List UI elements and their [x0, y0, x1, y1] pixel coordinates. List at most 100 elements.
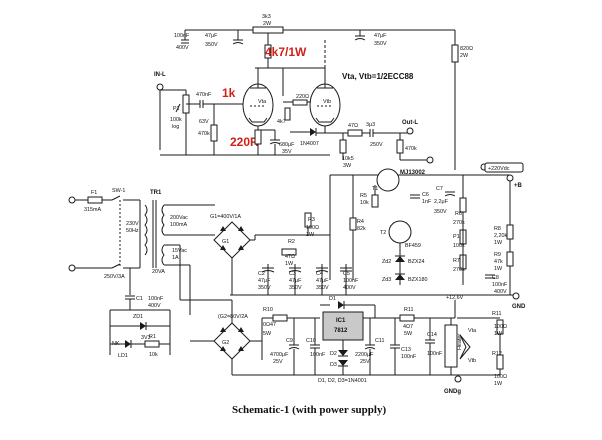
c3-rating: 350V — [289, 285, 302, 291]
tr1-label: TR1 — [150, 190, 162, 196]
r3-label: R3 — [308, 217, 315, 223]
r5-value: 10k — [360, 200, 369, 206]
c6-value: 1nF — [422, 199, 432, 205]
d1-label: D1 — [329, 296, 336, 302]
gndg-label: GNDg — [444, 389, 461, 395]
c4-value: 47μF — [316, 278, 329, 284]
r1-label: R1 — [149, 334, 156, 340]
r1-value: 10k — [149, 352, 158, 358]
sw1-value: 250V/3A — [104, 274, 125, 280]
r5-label: R5 — [360, 193, 367, 199]
c470-value: 470nF — [196, 92, 212, 98]
c5-label: C5 — [343, 271, 350, 277]
c11-rating: 25V — [360, 359, 370, 365]
r-820-value: 820Ω — [460, 46, 473, 52]
diode-value: 1N4007 — [300, 141, 319, 147]
schematic-caption: Schematic-1 (with power supply) — [232, 404, 386, 416]
c14-value: 100nF — [427, 351, 443, 357]
c14-label: C14 — [427, 332, 437, 338]
v230-label: 230V — [126, 221, 139, 227]
c8-label: C8 — [492, 275, 499, 281]
c2-value: 47μF — [258, 278, 271, 284]
bridge-g2: G2 (G2=80V/2A — [180, 299, 500, 376]
c5-rating: 400V — [343, 285, 356, 291]
v200-current: 100mA — [170, 222, 187, 228]
d2-label: D2 — [330, 351, 337, 357]
g1-label: G1 — [222, 239, 229, 245]
c1-value: 100nF — [148, 296, 164, 302]
vtb-label: Vtb — [323, 99, 331, 105]
c3-label: C3 — [289, 271, 296, 277]
plus-b-label: +B — [514, 183, 523, 189]
diodes-note: D1, D2, D3=1N4001 — [318, 378, 367, 384]
r10k-value: 10k5 — [342, 156, 354, 162]
r12-label: R12 — [492, 351, 502, 357]
c9-rating: 25V — [273, 359, 283, 365]
c8-value: 100nF — [492, 282, 508, 288]
r4k7-value: 4k7 — [277, 119, 286, 125]
r6-value: 270k — [453, 220, 465, 226]
r10-label: R10 — [263, 307, 273, 313]
zd1-value: 3V3 — [141, 335, 151, 341]
c2-label: C2 — [258, 271, 265, 277]
gnd-label: GND — [512, 304, 526, 310]
r3-rating: 1W — [306, 232, 315, 238]
hv-rail-label: +220Vdc — [488, 166, 510, 172]
r11h-value: 100Ω — [494, 324, 507, 330]
va-label: 20VA — [152, 269, 165, 275]
c11-value: 2200μF — [355, 352, 374, 358]
anode-resistor: 4k7/1W — [264, 44, 307, 59]
p1-label: P1 — [173, 106, 180, 112]
c-top2: 47μF 350V — [205, 33, 244, 48]
c680-rating: 35V — [282, 149, 292, 155]
bridge-g1: G1 G1=400V/1A — [210, 214, 256, 295]
r4-label: R4 — [357, 219, 364, 225]
heater-label: Heater — [457, 334, 463, 350]
c11-label: C11 — [375, 338, 385, 344]
g2-label: G2 — [222, 340, 229, 346]
v12-label: +12,6V — [446, 295, 464, 301]
c-top1-value: 100nF — [174, 33, 190, 39]
r7-value: 270k — [453, 267, 465, 273]
c5-value: 100nF — [343, 278, 359, 284]
c-top1: 100nF 400V — [174, 33, 190, 51]
c1-rating: 400V — [148, 303, 161, 309]
vta-heater-label: Vta — [468, 328, 476, 334]
output-label: Out-L — [402, 120, 418, 126]
r47-value: 47Ω — [348, 123, 358, 129]
r12-value: 100Ω — [494, 374, 507, 380]
zd2-label: Zd2 — [382, 259, 391, 265]
c470-rating: 63V — [199, 119, 209, 125]
grid-resistor-label: 1k — [222, 86, 236, 100]
r7-label: R7 — [453, 258, 460, 264]
ld1-label: LD1 — [118, 353, 128, 359]
output-stage: 47Ω 3μ3 250V 10k5 3W 470k Out-L — [316, 120, 434, 169]
r8-value: 2,20k — [494, 233, 507, 239]
r-820: 820Ω 2W — [451, 44, 473, 63]
tube-note: Vta, Vtb=1/2ECC88 — [342, 72, 414, 81]
bf459-label: BF459 — [405, 243, 421, 249]
hv-filter-bank: R3 100Ω 1W R2 47Ω 1W C2 47μF 350V C3 47μ… — [255, 212, 359, 295]
sw1-label: SW-1 — [112, 188, 125, 194]
c3u3-value: 3μ3 — [366, 122, 375, 128]
r4-value: 82k — [357, 226, 366, 232]
r9-label: R9 — [494, 252, 501, 258]
cathode-resistor-label: 220R — [230, 135, 259, 149]
r-top-3k3: 3k3 2W — [252, 14, 284, 34]
c-top3: 47μF 350V — [354, 33, 387, 47]
c3-value: 47μF — [289, 278, 302, 284]
ic1-value: 7812 — [334, 328, 348, 334]
r10-value: 0Ω47 — [263, 322, 276, 328]
c9-value: 4700μF — [270, 352, 289, 358]
r9-rating: 1W — [494, 266, 503, 272]
r9-value: 47k — [494, 259, 503, 265]
anode-resistor-label: 4k7/1W — [265, 45, 307, 59]
vta-label: Vta — [258, 99, 266, 105]
c4-rating: 350V — [316, 285, 329, 291]
c7-rating: 350V — [434, 209, 447, 215]
vtb-heater-label: Vtb — [468, 358, 476, 364]
cathode-circuit: 680μF 35V — [254, 126, 295, 155]
tube-vta: Vta — [242, 68, 274, 127]
c13-value: 100nF — [401, 354, 417, 360]
